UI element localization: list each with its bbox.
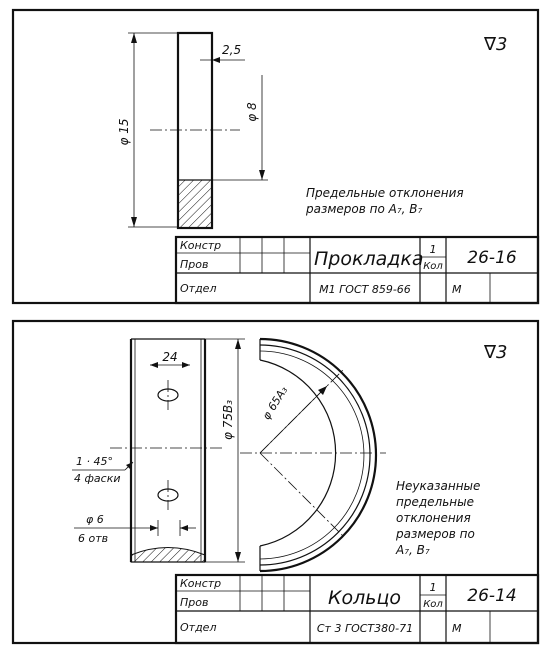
top-drawing: φ 15 2,5 φ 8 ∇3 Предельные отклонения ра…: [11, 8, 540, 305]
chamfer-line2: 4 фаски: [74, 472, 120, 485]
dim-ring-outer-dia-label: φ 75B₃: [221, 400, 235, 440]
tb2-qty-label: Кол: [423, 599, 443, 610]
tb-part-number: 26-16: [467, 248, 517, 268]
surface-finish-mark: ∇3: [483, 34, 508, 55]
dim-thickness-label: 2,5: [222, 43, 241, 57]
tolerance-note-line1: Предельные отклонения: [306, 186, 464, 200]
tb2-row3-label: Отдел: [180, 621, 216, 634]
tb-qty-value: 1: [430, 243, 437, 256]
dim-width-label: 24: [162, 350, 177, 364]
dim-width: 24: [150, 350, 190, 368]
tb-part-name: Прокладка: [314, 248, 424, 270]
ring-section: [110, 338, 225, 563]
note-line3: отклонения: [396, 511, 471, 525]
tb-row1-label: Констр: [180, 239, 221, 252]
tb-material: М1 ГОСТ 859-66: [319, 283, 411, 296]
dim-outer-diameter: φ 15: [117, 32, 178, 228]
tb2-scale-letter: М: [452, 622, 462, 635]
top-title-block: Констр Пров Отдел Прокладка 1 Кол 26-16 …: [174, 235, 540, 305]
tb-row3-label: Отдел: [180, 282, 216, 295]
tb2-part-number: 26-14: [467, 586, 516, 606]
tolerance-note-line2: размеров по A₇, B₇: [305, 202, 423, 216]
tb-row2-label: Пров: [180, 258, 208, 271]
hole-line2: 6 отв: [78, 532, 108, 545]
tb2-qty-value: 1: [430, 581, 437, 594]
chamfer-callout: 1 · 45° 4 фаски: [72, 455, 134, 485]
note-line2: предельные: [396, 495, 474, 509]
dim-thickness: 2,5: [200, 33, 245, 64]
surface-finish-mark-2: ∇3: [483, 342, 508, 363]
bottom-drawing: 24 φ 75B₃ 1 · 45° 4 фаски φ 6: [11, 319, 540, 645]
hole-callout: φ 6 6 отв: [74, 513, 196, 545]
dim-inner-diameter: φ 8: [212, 75, 268, 181]
tb2-material: Ст 3 ГОСТ380-71: [317, 622, 413, 635]
note-line4: размеров по: [395, 527, 475, 541]
hole-line1: φ 6: [86, 513, 104, 526]
chamfer-line1: 1 · 45°: [76, 455, 113, 468]
tb2-row2-label: Пров: [180, 596, 208, 609]
dim-ring-outer-diameter: φ 75B₃: [205, 338, 245, 563]
tb2-row1-label: Констр: [180, 577, 221, 590]
bottom-title-block: Констр Пров Отдел Кольцо 1 Кол 26-14 Ст …: [174, 573, 540, 645]
gasket-section: [176, 31, 214, 230]
top-frame: [11, 8, 540, 305]
ring-half-view: φ 65A₃: [240, 337, 386, 573]
dim-outer-dia-label: φ 15: [117, 119, 131, 146]
note-line5: A₇, B₇: [395, 543, 430, 557]
tb-scale-letter: М: [452, 283, 462, 296]
gasket-hatch: [179, 180, 211, 227]
tb-qty-label: Кол: [423, 261, 443, 272]
tb2-part-name: Кольцо: [328, 587, 401, 609]
note-line1: Неуказанные: [396, 479, 480, 493]
dim-inner-dia-label: φ 8: [245, 102, 259, 122]
dim-ring-inner-dia-label: φ 65A₃: [260, 384, 291, 422]
